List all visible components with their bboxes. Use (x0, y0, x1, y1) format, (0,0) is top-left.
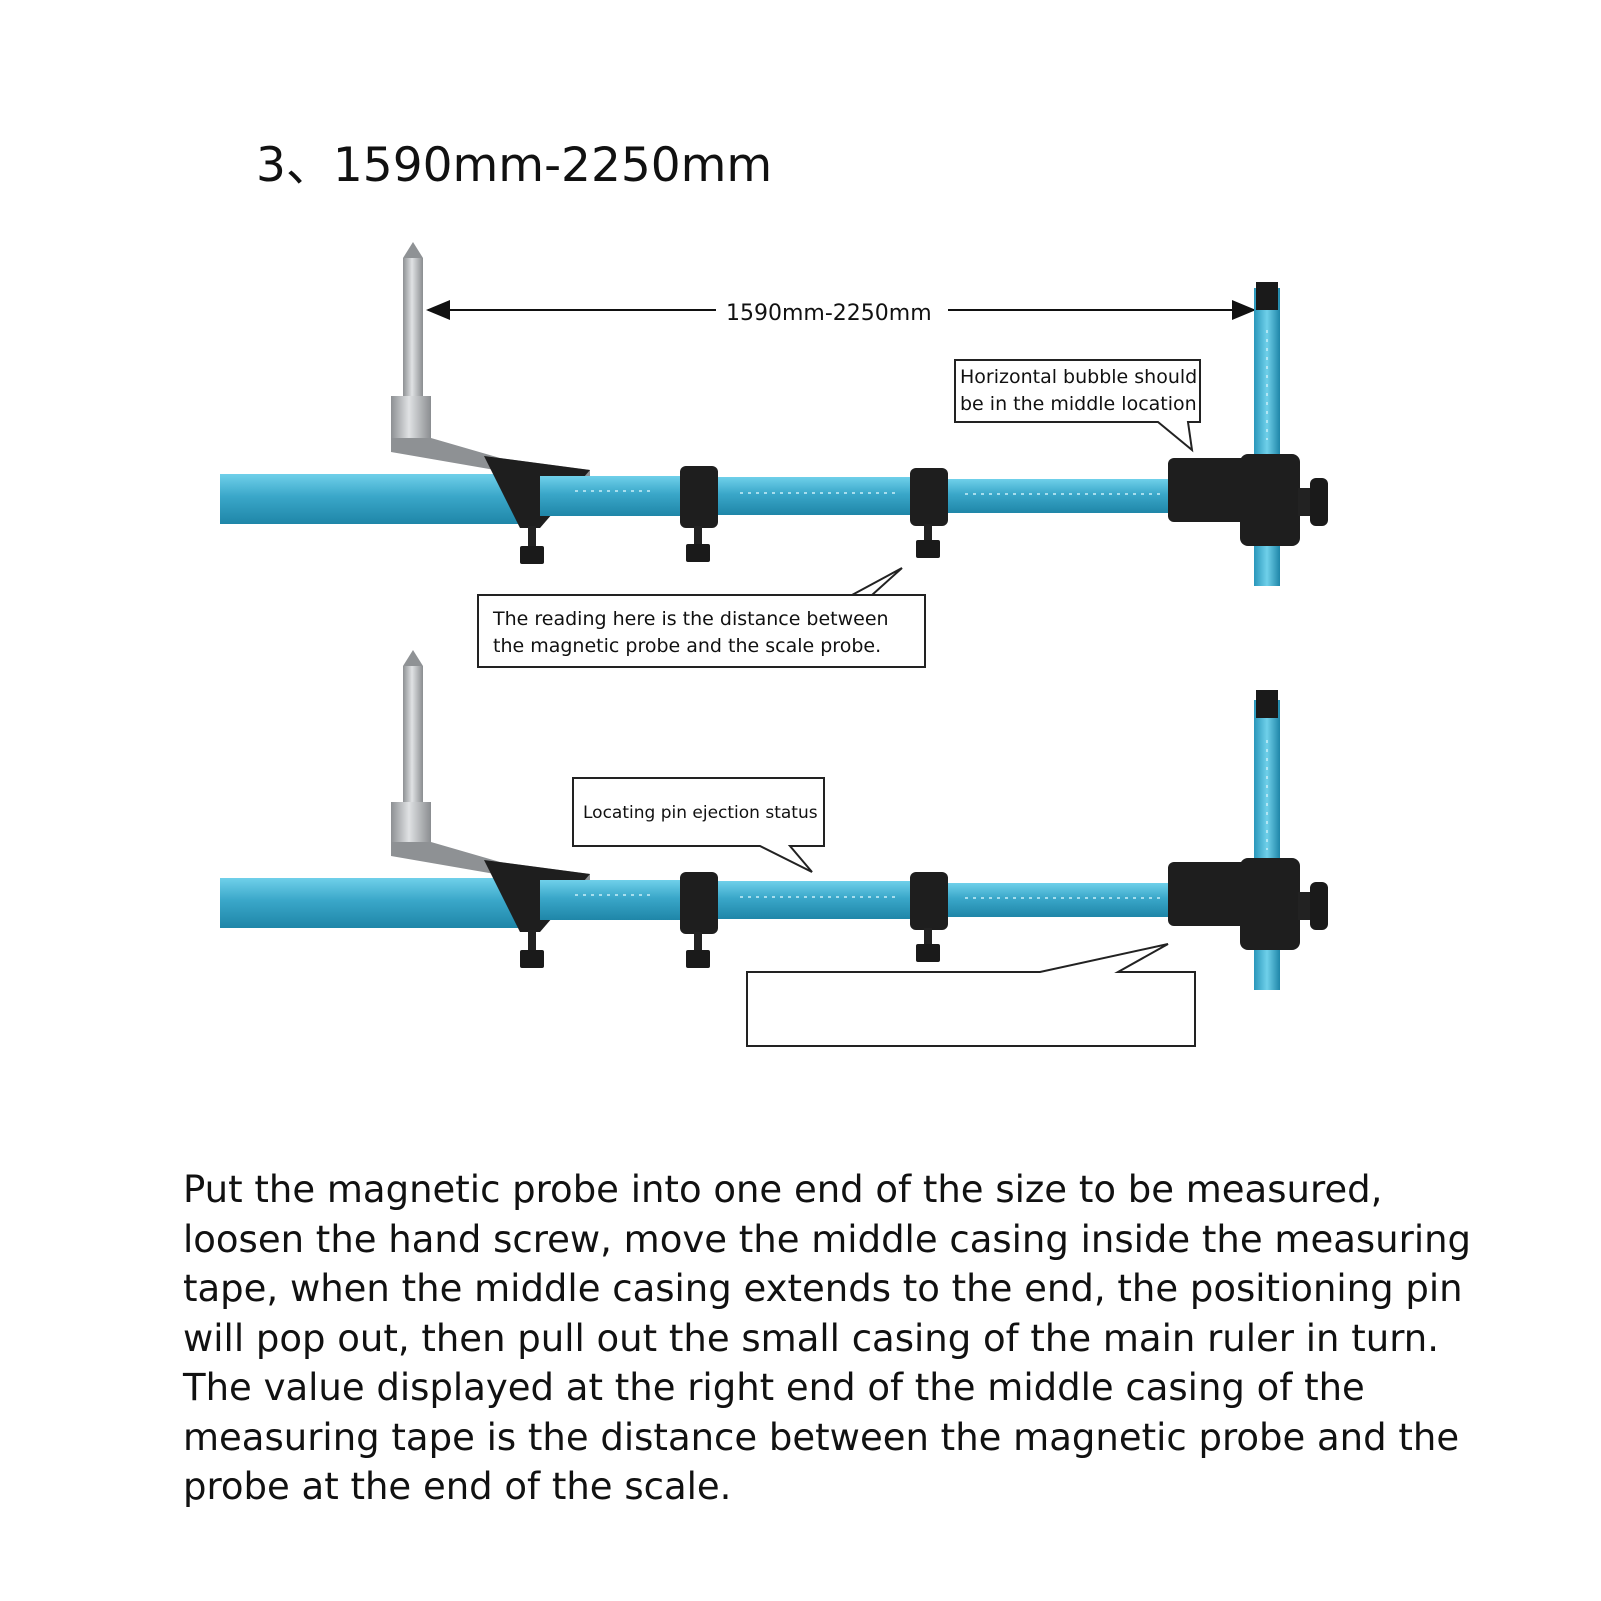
bubble-callout (954, 359, 1201, 453)
description-line: The value displayed at the right end of … (183, 1366, 1365, 1409)
reading-callout-line-1: The reading here is the distance between (493, 608, 889, 630)
locating-pin-callout-text: Locating pin ejection status (583, 803, 818, 823)
bubble-callout-line-1: Horizontal bubble should (960, 366, 1198, 388)
magnetic-probe-icon (391, 242, 590, 478)
description-line: probe at the end of the scale. (183, 1465, 732, 1508)
page-title: 3、1590mm-2250mm (256, 138, 773, 193)
bubble-callout-line-2: be in the middle location (960, 393, 1197, 415)
description-line: will pop out, then pull out the small ca… (183, 1316, 1439, 1360)
description-line: Put the magnetic probe into one end of t… (183, 1168, 1383, 1211)
magnetic-probe-icon (391, 650, 590, 882)
locating-pin-callout (572, 777, 825, 873)
upper-tool (220, 242, 1328, 586)
description-line: tape, when the middle casing extends to … (183, 1267, 1463, 1310)
lower-tool (220, 650, 1328, 990)
description-line: loosen the hand screw, move the middle c… (183, 1217, 1472, 1261)
dimension-range-label: 1590mm-2250mm (722, 301, 936, 326)
empty-callout (746, 943, 1196, 1047)
description-line: measuring tape is the distance between t… (183, 1415, 1460, 1459)
description-paragraph: Put the magnetic probe into one end of t… (183, 1165, 1472, 1512)
reading-callout-line-2: the magnetic probe and the scale probe. (493, 635, 882, 657)
reading-callout (477, 567, 926, 668)
